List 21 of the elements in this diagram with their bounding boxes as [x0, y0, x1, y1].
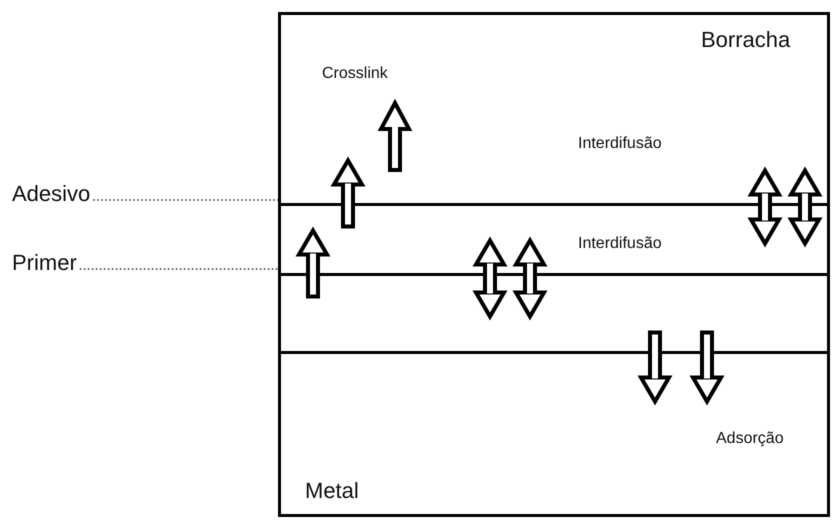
- process-label: Interdifusão: [578, 236, 662, 252]
- leader-line: [93, 199, 278, 201]
- process-label: Crosslink: [322, 66, 388, 82]
- block-arrow: [474, 238, 506, 318]
- leader-line: [80, 268, 278, 270]
- layer-band: [278, 203, 830, 276]
- block-arrow: [749, 168, 781, 246]
- process-label: Adsorção: [716, 431, 784, 447]
- layer-band: [278, 273, 830, 354]
- block-arrow: [789, 168, 821, 246]
- process-label: Interdifusão: [578, 136, 662, 152]
- layer-label: Adesivo: [12, 183, 90, 205]
- block-arrow: [691, 330, 723, 404]
- layer-label: Borracha: [701, 29, 790, 51]
- block-arrow: [514, 238, 546, 318]
- layer-label: Metal: [305, 480, 359, 502]
- block-arrow: [639, 330, 671, 404]
- block-arrow: [297, 228, 329, 298]
- layer-band: [278, 351, 830, 517]
- block-arrow: [332, 158, 364, 228]
- layer-label: Primer: [12, 252, 77, 274]
